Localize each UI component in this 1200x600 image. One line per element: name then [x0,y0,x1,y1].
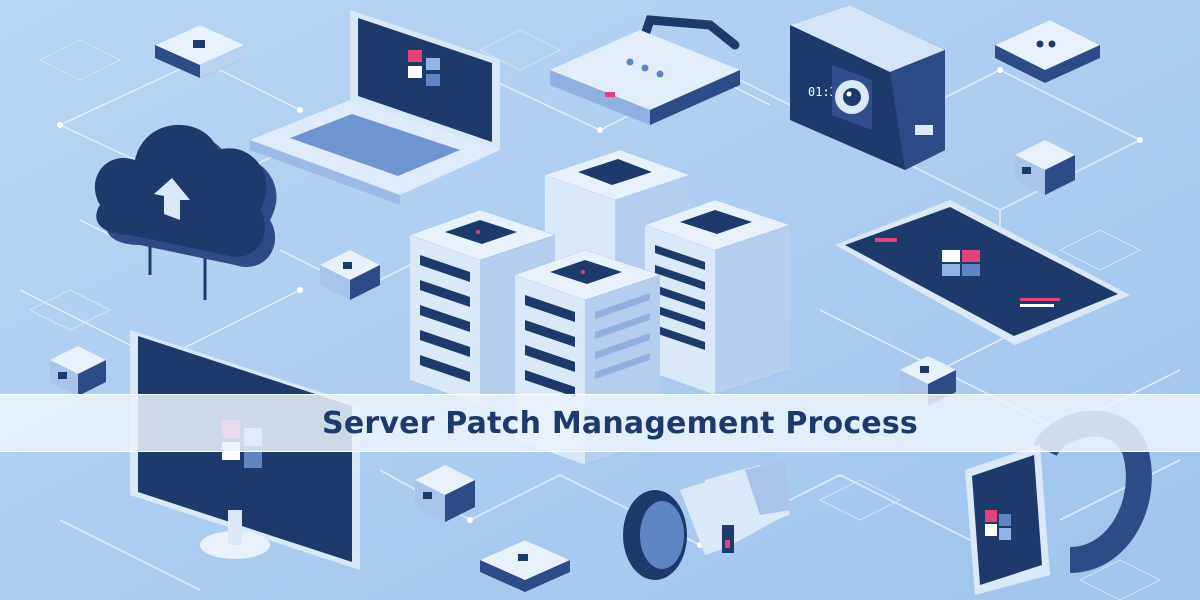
megaphone-icon [623,460,790,580]
camera-icon: 01:37 [790,5,945,170]
cube-icon [320,250,380,300]
page-title: Server Patch Management Process [322,405,918,441]
lock-device-icon [550,15,740,125]
cube-icon [1015,140,1075,195]
tablet-icon [835,200,1130,345]
title-banner: Server Patch Management Process [0,394,1200,452]
cube-icon [415,465,475,522]
cloud-upload-icon [94,124,277,300]
floor-tiles [28,29,1162,600]
cube-icon [50,346,106,396]
server-rack-icon [645,200,790,395]
laptop-icon [250,10,500,205]
router-icon [155,25,245,78]
router-icon [480,540,570,592]
router-icon [995,20,1100,83]
